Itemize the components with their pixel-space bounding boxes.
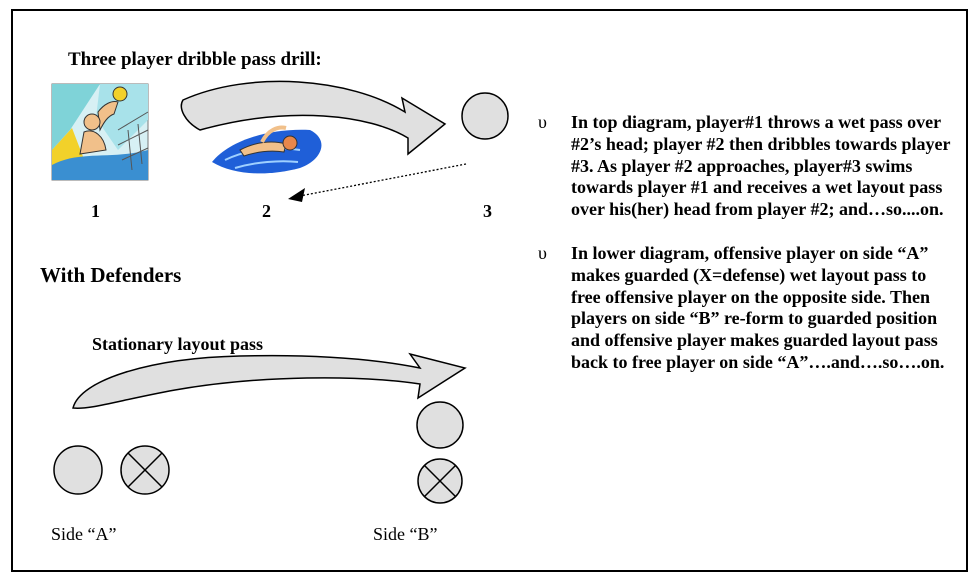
player-2-label: 2 bbox=[262, 201, 271, 221]
bullet-item-lower-diagram: υ In lower diagram, offensive player on … bbox=[538, 243, 958, 374]
top-pass-arrow bbox=[180, 80, 447, 156]
side-a-offense-circle bbox=[53, 445, 103, 495]
swim-path-line bbox=[299, 163, 467, 197]
player-3-circle bbox=[461, 92, 509, 140]
side-b-label: Side “B” bbox=[373, 524, 438, 544]
bullet-marker: υ bbox=[538, 112, 547, 132]
slide-title: Three player dribble pass drill: bbox=[68, 49, 322, 70]
lower-pass-arrow bbox=[72, 352, 467, 410]
player-3-label: 3 bbox=[483, 201, 492, 221]
side-b-defender-circle bbox=[417, 458, 463, 504]
player-1-label: 1 bbox=[91, 201, 100, 221]
side-b-offense-circle bbox=[416, 401, 464, 449]
player-1-picture bbox=[51, 83, 149, 181]
side-a-label: Side “A” bbox=[51, 524, 117, 544]
stationary-layout-pass-label: Stationary layout pass bbox=[92, 334, 264, 354]
bullet-text: In top diagram, player#1 throws a wet pa… bbox=[571, 112, 951, 220]
with-defenders-heading: With Defenders bbox=[40, 263, 182, 287]
slide-border bbox=[11, 9, 968, 572]
bullet-list: υ In top diagram, player#1 throws a wet … bbox=[538, 112, 958, 396]
side-a-defender-circle bbox=[120, 445, 170, 495]
bullet-text: In lower diagram, offensive player on si… bbox=[571, 242, 945, 372]
bullet-item-top-diagram: υ In top diagram, player#1 throws a wet … bbox=[538, 112, 958, 221]
player-2-swimmer-picture bbox=[212, 125, 322, 174]
swim-path-arrowhead bbox=[288, 188, 305, 202]
bullet-marker: υ bbox=[538, 242, 547, 263]
